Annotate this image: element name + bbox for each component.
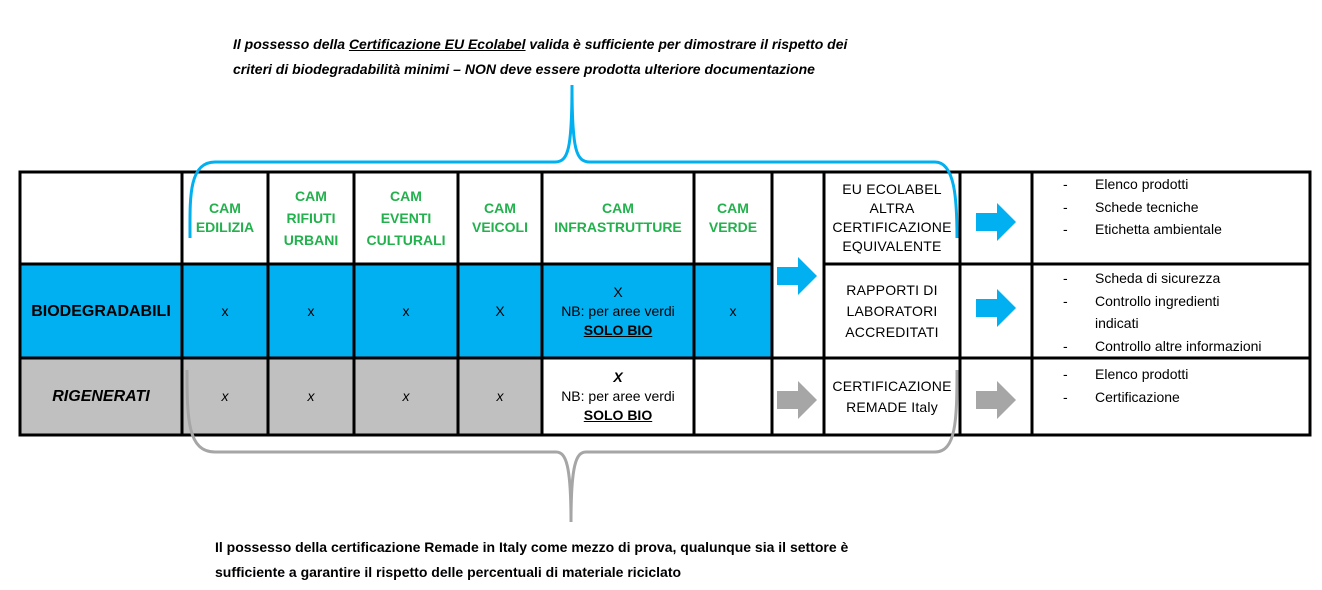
rig-mark-eventi: x [402,388,410,404]
cert-remade-l2: REMADE Italy [846,398,938,415]
bio-verde-cell: x [694,264,772,358]
bio-mark-verde: x [729,302,737,319]
docs-lab-item: Controllo ingredienti indicati [1034,290,1245,335]
cert-lab-l2: LABORATORI [846,302,938,319]
remade-note: Il possesso della certificazione Remade … [215,535,975,585]
arrow-right-icon [976,203,1016,241]
bio-rifiuti-cell: x [268,264,354,358]
rig-mark-edilizia: x [221,388,229,404]
docs-remade-list: Elenco prodotti Certificazione [1034,363,1314,408]
header-cam-rifiuti: CAM RIFIUTI URBANI [268,172,354,264]
rig-mark-veicoli: x [496,388,504,404]
rig-veicoli-cell: x [458,358,542,435]
arrow-right-icon [777,381,817,419]
header-edilizia-l2: EDILIZIA [195,219,255,235]
header-cam-eventi: CAM EVENTI CULTURALI [354,172,458,264]
docs-ecolabel-item: Elenco prodotti [1034,173,1314,196]
docs-ecolabel-item: Schede tecniche [1034,196,1314,219]
cert-ecolabel: EU ECOLABEL ALTRA CERTIFICAZIONE EQUIVAL… [824,172,960,264]
cert-ecolabel-l1: EU ECOLABEL [842,181,942,197]
header-edilizia-l1: CAM [209,200,241,216]
header-eventi-l3: CULTURALI [366,232,446,248]
bio-infra-emph: SOLO BIO [583,321,653,338]
biodegradabili-label: BIODEGRADABILI [31,302,171,320]
cert-ecolabel-l2: ALTRA [869,200,915,216]
biodegradabili-label-cell: BIODEGRADABILI [20,264,182,358]
remade-note-line2: sufficiente a garantire il rispetto dell… [215,564,682,580]
rig-mark-rifiuti: x [307,388,315,404]
docs-lab-item: Controllo altre informazioni [1034,335,1314,358]
docs-ecolabel-item: Etichetta ambientale [1034,218,1314,241]
bio-edilizia-cell: x [182,264,268,358]
docs-ecolabel-list: Elenco prodotti Schede tecniche Etichett… [1034,173,1314,241]
header-cam-edilizia: CAM EDILIZIA [182,172,268,264]
header-verde-l2: VERDE [708,219,758,235]
bio-mark-rifiuti: x [307,302,315,319]
docs-lab-item: Scheda di sicurezza [1034,267,1314,290]
arrow-right-icon [976,289,1016,327]
rig-infra-emph: SOLO BIO [583,407,653,423]
header-verde-l1: CAM [717,200,749,216]
rig-infrastrutture-cell: X NB: per aree verdi SOLO BIO [542,358,694,435]
cert-laboratori: RAPPORTI DI LABORATORI ACCREDITATI [824,264,960,358]
rig-rifiuti-cell: x [268,358,354,435]
header-eventi-l2: EVENTI [380,210,432,226]
rig-infra-note: NB: per aree verdi [561,388,675,404]
rig-eventi-cell: x [354,358,458,435]
bio-mark-edilizia: x [221,302,229,319]
bio-infra-mark: X [613,283,623,300]
bio-infrastrutture-cell: X NB: per aree verdi SOLO BIO [542,264,694,358]
bio-eventi-cell: x [354,264,458,358]
header-veicoli-l1: CAM [484,200,516,216]
docs-remade-item: Certificazione [1034,386,1314,409]
header-infra-l2: INFRASTRUTTURE [554,219,682,235]
bio-infra-note: NB: per aree verdi [561,302,675,319]
ecolabel-note-post: valida è sufficiente per dimostrare il r… [525,36,848,52]
cert-remade-l1: CERTIFICAZIONE [832,377,952,394]
cert-ecolabel-l4: EQUIVALENTE [842,238,942,254]
ecolabel-note-line2: criteri di biodegradabilità minimi – NON… [233,61,815,77]
cert-lab-l1: RAPPORTI DI [846,281,938,298]
header-cam-infrastrutture: CAM INFRASTRUTTURE [542,172,694,264]
rig-infra-mark: X [613,369,623,385]
arrow-right-icon [777,257,817,295]
cert-remade: CERTIFICAZIONE REMADE Italy [824,358,960,435]
header-cam-veicoli: CAM VEICOLI [458,172,542,264]
header-rifiuti-l3: URBANI [283,232,339,248]
header-rifiuti-l1: CAM [295,188,327,204]
bio-veicoli-cell: X [458,264,542,358]
bio-mark-eventi: x [402,302,410,319]
arrow-right-icon [976,381,1016,419]
header-cam-verde: CAM VERDE [694,172,772,264]
remade-note-line1: Il possesso della certificazione Remade … [215,539,849,555]
rigenerati-label-cell: RIGENERATI [20,358,182,435]
header-eventi-l1: CAM [390,188,422,204]
docs-laboratori-list: Scheda di sicurezza Controllo ingredient… [1034,267,1314,357]
cert-ecolabel-l3: CERTIFICAZIONE [832,219,952,235]
ecolabel-note: Il possesso della Certificazione EU Ecol… [233,32,953,82]
header-infra-l1: CAM [602,200,634,216]
header-rifiuti-l2: RIFIUTI [286,210,336,226]
docs-remade-item: Elenco prodotti [1034,363,1314,386]
ecolabel-note-pre: Il possesso della [233,36,349,52]
header-veicoli-l2: VEICOLI [471,219,528,235]
ecolabel-note-underlined: Certificazione EU Ecolabel [348,36,526,52]
cert-lab-l3: ACCREDITATI [845,323,939,340]
rig-edilizia-cell: x [182,358,268,435]
rigenerati-label: RIGENERATI [52,388,150,405]
bio-mark-veicoli: X [495,302,505,319]
